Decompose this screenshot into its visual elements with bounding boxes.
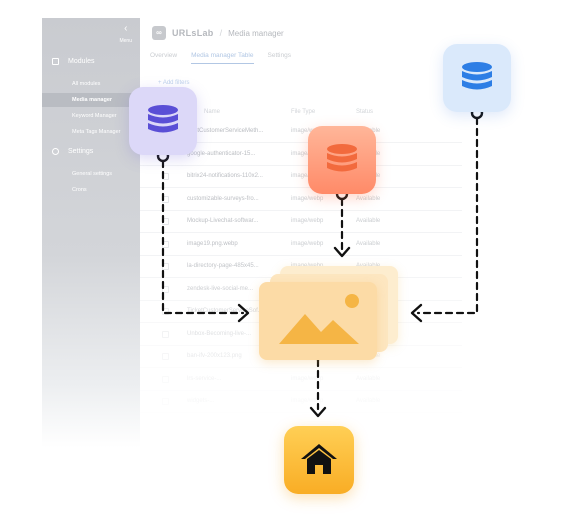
sidebar: ‹ Menu Modules All modules Media manager…: [42, 18, 140, 448]
collapse-menu-button[interactable]: ‹ Menu: [119, 24, 132, 46]
sidebar-group-label: Modules: [68, 58, 95, 65]
sidebar-item-meta-tags-manager[interactable]: Meta Tags Manager: [72, 129, 121, 135]
collapse-menu-label: Menu: [119, 38, 132, 44]
database-tile-blue: [443, 44, 511, 112]
sidebar-group-modules[interactable]: Modules: [52, 58, 94, 65]
image-card-front: [259, 282, 377, 360]
sidebar-item-all-modules[interactable]: All modules: [72, 81, 101, 87]
connector-purple-to-image: [161, 159, 245, 315]
arrowhead-right: [237, 303, 250, 323]
sidebar-item-crons[interactable]: Crons: [72, 187, 87, 193]
sidebar-item-media-manager[interactable]: Media manager: [42, 93, 140, 107]
sidebar-group-settings[interactable]: Settings: [52, 148, 93, 155]
database-tile-orange: [308, 126, 376, 194]
chevron-left-icon: ‹: [124, 23, 128, 34]
database-tile-purple: [129, 87, 197, 155]
image-icon: [279, 294, 359, 344]
sidebar-item-keyword-manager[interactable]: Keyword Manager: [72, 113, 117, 119]
gear-icon: [52, 148, 59, 155]
home-icon: [301, 444, 337, 474]
database-icon: [327, 144, 357, 172]
database-icon: [462, 62, 492, 90]
arrowhead-down: [333, 246, 351, 258]
sidebar-group-label: Settings: [68, 148, 94, 155]
connector-blue-to-image: [416, 116, 479, 315]
home-tile: [284, 426, 354, 494]
modules-icon: [52, 58, 59, 65]
arrowhead-down: [309, 406, 327, 418]
database-icon: [148, 105, 178, 133]
arrowhead-left: [410, 303, 423, 323]
image-stack: [256, 262, 406, 362]
sidebar-item-general-settings[interactable]: General settings: [72, 171, 113, 177]
